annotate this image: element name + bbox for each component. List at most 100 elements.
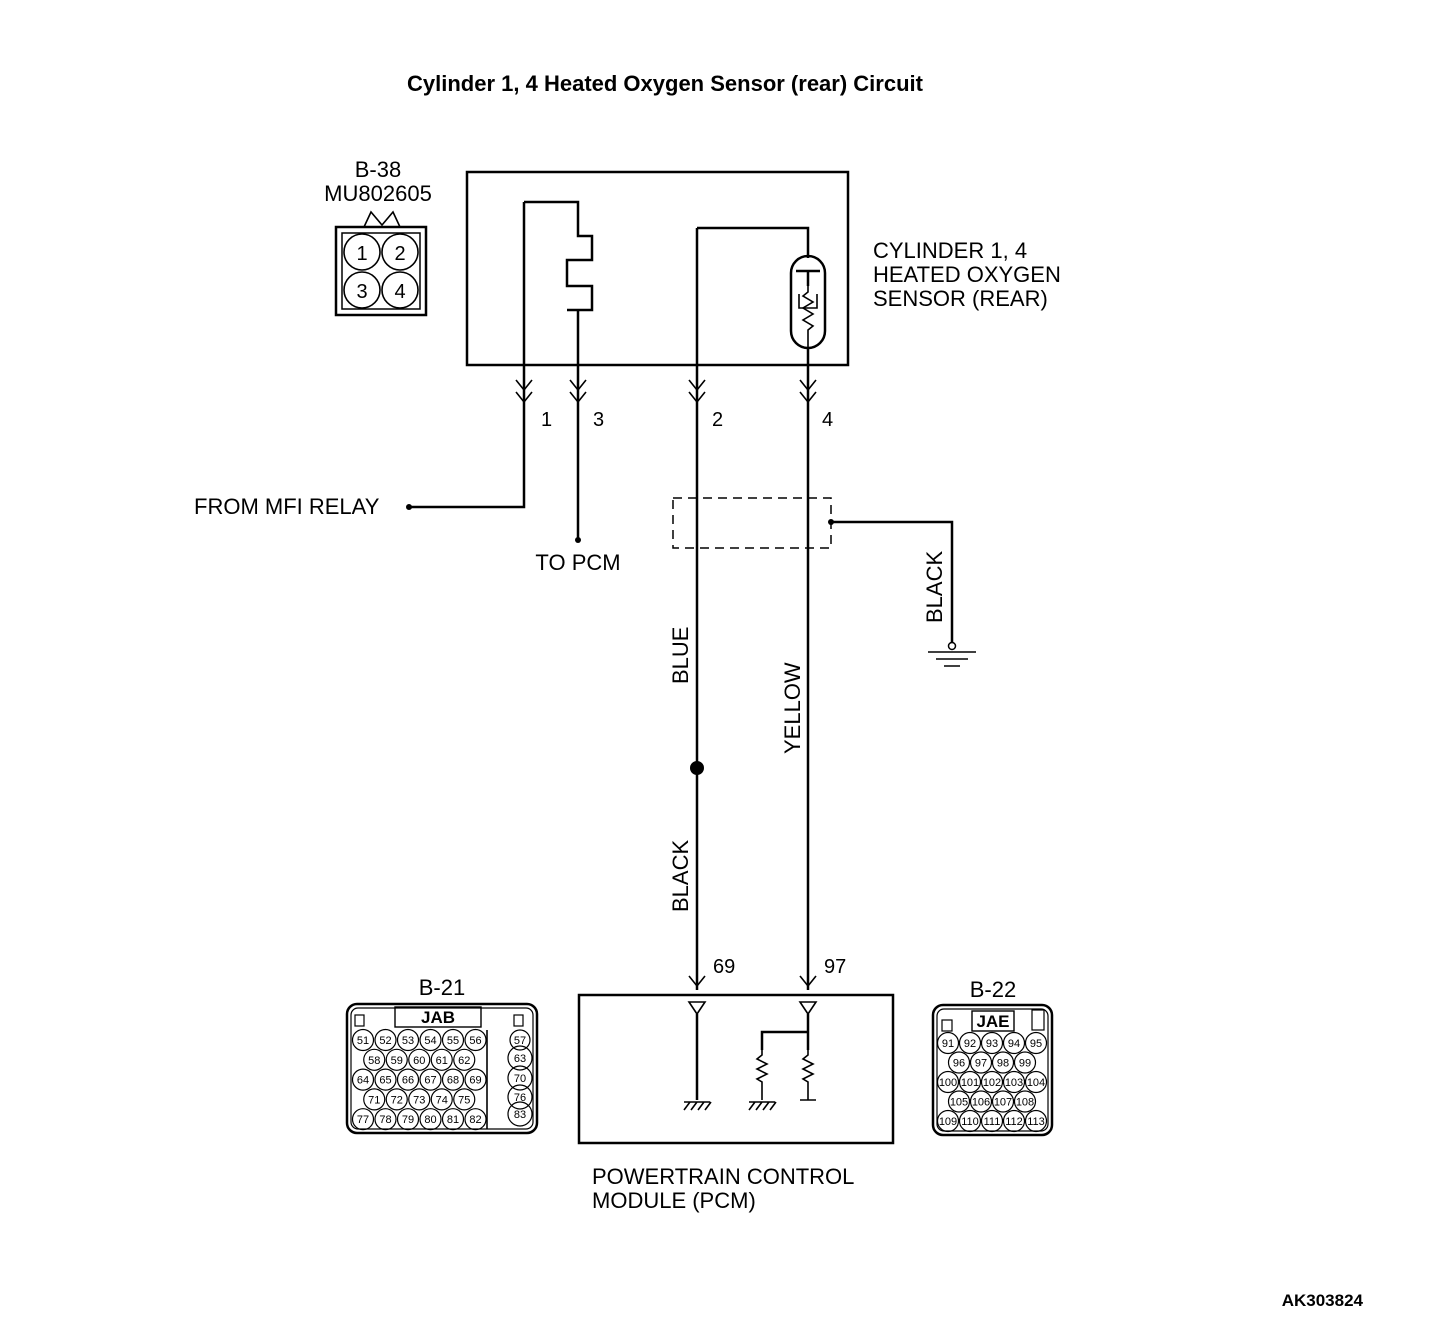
b22-cavity: 97: [969, 1051, 993, 1074]
b21-cavity: 81: [441, 1108, 465, 1131]
b22-cavity-label: 96: [953, 1058, 965, 1070]
b21-cavity-label: 71: [368, 1094, 380, 1106]
b21-cavity: 78: [374, 1108, 397, 1131]
b21-cavity: 55: [441, 1028, 465, 1052]
b22-cavity: 102: [980, 1070, 1004, 1094]
sensor-name-line: SENSOR (REAR): [873, 286, 1048, 311]
b22-cavity-label: 111: [984, 1116, 1001, 1128]
b21-cavity: 70: [507, 1065, 533, 1091]
splice-dot: [690, 761, 704, 775]
b22-cavity: 99: [1013, 1051, 1037, 1074]
terminal-chevron: [688, 975, 706, 988]
b21-cavity: 74: [430, 1088, 453, 1111]
b21-cavity: 64: [351, 1068, 375, 1091]
b21-cavity-label: 70: [514, 1073, 526, 1085]
b21-cavity: 69: [464, 1068, 487, 1091]
b22-cavity-label: 93: [986, 1038, 998, 1050]
terminal-chevron: [799, 975, 817, 988]
b38-cavity: 3: [343, 271, 381, 309]
b21-connector-id: B-21: [419, 975, 465, 1000]
b22-cavity: 92: [958, 1031, 982, 1055]
ground-icon: [683, 1101, 712, 1111]
b21-cavity-label: 65: [379, 1075, 391, 1087]
b22-cavity: 106: [969, 1090, 993, 1113]
b38-pin-label: 4: [394, 281, 405, 303]
b22-cavity: 101: [958, 1070, 982, 1094]
b21-cavity: 54: [419, 1028, 442, 1052]
sensor-signal-wire: [697, 226, 810, 258]
b22-cavity-label: 103: [1005, 1077, 1023, 1089]
b21-cavity: 82: [464, 1108, 487, 1131]
sensing-bracket: [798, 294, 818, 309]
b21-cavity: 57: [509, 1029, 531, 1051]
b38-cavity: 2: [381, 233, 419, 271]
b21-cavity: 76: [507, 1084, 533, 1110]
pcm-housing: [577, 993, 895, 1145]
b22-cavity: 100: [936, 1070, 960, 1094]
sensing-resistor: [801, 286, 815, 348]
b21-cavity: 75: [453, 1088, 476, 1111]
to-pcm-label: TO PCM: [535, 550, 620, 575]
b22-cavity: 107: [991, 1090, 1015, 1113]
b21-cavity: 56: [464, 1028, 487, 1052]
b21-cavity-label: 75: [458, 1094, 470, 1106]
b21-cavity-label: 79: [402, 1114, 414, 1126]
pcm-bias-line: [760, 1030, 808, 1050]
pcm-input-69: [687, 1001, 707, 1016]
b22-cavity: 98: [991, 1051, 1015, 1074]
b21-body: [345, 1002, 539, 1135]
pcm-resistor: [755, 1050, 769, 1100]
b22-cavity: 94: [1002, 1031, 1026, 1055]
wire-mfi-relay: [410, 390, 526, 509]
b21-cavity: 80: [419, 1108, 442, 1131]
b21-cavity-label: 60: [413, 1055, 425, 1067]
heater-element: [524, 200, 594, 390]
b22-latch: [971, 1010, 1015, 1032]
wire-end-dot: [575, 537, 581, 543]
ground-icon: [928, 651, 976, 667]
b22-cavity-label: 95: [1030, 1038, 1042, 1050]
b38-key-tab: [363, 210, 401, 228]
b21-cavity-label: 73: [413, 1094, 425, 1106]
b21-cavity-label: 66: [402, 1075, 414, 1087]
b38-pin-label: 3: [356, 281, 367, 303]
b22-cavity: 93: [980, 1031, 1004, 1055]
b21-cavity: 51: [351, 1028, 375, 1052]
b38-pin-label: 1: [356, 243, 367, 265]
b22-cavity-label: 101: [961, 1077, 979, 1089]
b22-cavity: 108: [1013, 1090, 1037, 1113]
b21-cavity-label: 62: [458, 1055, 470, 1067]
b38-connector: B-38 MU802605 1 2 3 4: [324, 157, 432, 317]
b21-cavity-label: 77: [357, 1114, 369, 1126]
b22-cavity: 91: [936, 1031, 960, 1055]
b22-tag: JAE: [976, 1012, 1009, 1031]
b21-cavity: 68: [441, 1068, 465, 1091]
b38-connector-id: B-38: [355, 157, 401, 182]
b38-cavity: 1: [343, 233, 381, 271]
b21-cavity: 66: [396, 1068, 420, 1091]
b21-cavity: 59: [385, 1048, 408, 1071]
pcm-name-line: POWERTRAIN CONTROL: [592, 1164, 854, 1189]
b21-cavity: 73: [408, 1088, 431, 1111]
b38-pin-label: 2: [394, 243, 405, 265]
b22-cavity-label: 105: [950, 1097, 968, 1109]
b21-cavity-label: 59: [391, 1055, 403, 1067]
sensor-pin-number: 1: [541, 409, 552, 431]
b22-cavity-label: 91: [942, 1038, 954, 1050]
b21-cavity: 58: [363, 1048, 386, 1071]
b22-cavity-label: 92: [964, 1038, 976, 1050]
sensing-cell: [796, 269, 820, 286]
b21-cavity-label: 83: [514, 1109, 526, 1121]
ground-icon: [748, 1101, 777, 1111]
b21-cavity: 83: [507, 1101, 533, 1127]
pcm-module: POWERTRAIN CONTROL MODULE (PCM): [577, 993, 895, 1213]
pcm-resistor: [800, 1050, 816, 1101]
b21-cavity-label: 76: [514, 1092, 526, 1104]
b38-cavity: 4: [381, 271, 419, 309]
b22-connector-id: B-22: [970, 977, 1016, 1002]
b22-cavity-label: 98: [997, 1058, 1009, 1070]
b22-cavity-label: 102: [983, 1077, 1001, 1089]
